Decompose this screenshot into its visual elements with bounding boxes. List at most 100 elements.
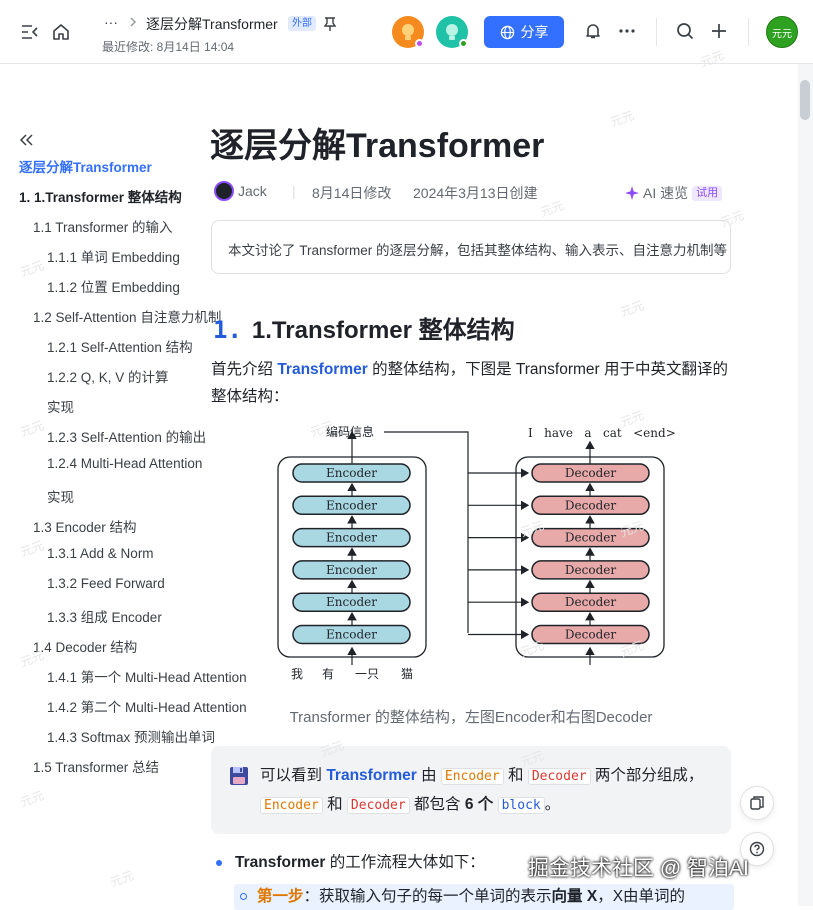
scrollbar-track[interactable] (798, 64, 813, 906)
copy-icon (750, 796, 764, 810)
help-icon (749, 841, 765, 857)
toc-item[interactable]: 1.2.1 Self-Attention 结构 (47, 340, 193, 355)
encoder-blocks: EncoderEncoderEncoderEncoderEncoderEncod… (292, 463, 411, 645)
callout-block: 可以看到 Transformer 由 Encoder 和 Decoder 两个部… (211, 746, 731, 834)
presence-dot (459, 39, 468, 48)
presence-dot (415, 39, 424, 48)
ai-summary-box[interactable]: 本文讨论了 Transformer 的逐层分解，包括其整体结构、输入表示、自注意… (211, 220, 731, 274)
callout-segment: 两个部分组成， (590, 767, 704, 784)
inline-code: Decoder (346, 797, 410, 814)
bullet-dot (216, 859, 222, 866)
toc-item[interactable]: 实现 (47, 490, 74, 505)
toc-item[interactable]: 1.3.1 Add & Norm (47, 546, 154, 561)
callout-segment: 由 (416, 767, 441, 784)
collaborator-avatar[interactable] (392, 16, 424, 48)
list-item: Transformer 的工作流程大体如下： (216, 850, 485, 872)
decoder-block-label: Decoder (565, 628, 616, 642)
external-badge: 外部 (288, 16, 316, 31)
input-token: 我 (291, 667, 303, 681)
home-icon[interactable] (51, 22, 71, 42)
toc-item[interactable]: 1.1 Transformer 的输入 (33, 220, 173, 235)
input-token: 有 (322, 667, 334, 681)
toc-item[interactable]: 逐层分解Transformer (19, 160, 152, 175)
bell-icon[interactable] (584, 22, 602, 40)
decoder-block (531, 624, 650, 645)
list-item: 第一步：获取输入句子的每一个单词的表示向量 X，X由单词的 (234, 884, 734, 910)
scrollbar-thumb[interactable] (800, 80, 810, 120)
toc-item[interactable]: 1.2.4 Multi-Head Attention (47, 456, 203, 471)
copy-link-button[interactable] (740, 786, 774, 820)
callout-segment: 和 (503, 767, 528, 784)
divider (748, 18, 749, 46)
sparkle-icon (625, 186, 639, 200)
para-text: 首先介绍 (211, 361, 278, 378)
ai-overview-label: AI 速览 (643, 185, 689, 201)
toc-item[interactable]: 1.2.3 Self-Attention 的输出 (47, 430, 207, 445)
decoder-block-label: Decoder (565, 563, 616, 577)
toc-item[interactable]: 1.3 Encoder 结构 (33, 520, 137, 535)
diagram-caption: Transformer 的整体结构，左图Encoder和右图Decoder (289, 709, 653, 726)
toc-item[interactable]: 1.5 Transformer 总结 (33, 760, 160, 775)
sidebar-toggle-icon[interactable] (20, 22, 40, 42)
toc-item[interactable]: 1. 1.Transformer 整体结构 (19, 190, 182, 205)
toc-item[interactable]: 1.4 Decoder 结构 (33, 640, 138, 655)
bullet-text: ：获取输入句子的每一个单词的表示 (303, 888, 552, 905)
divider (656, 18, 657, 46)
diagram-inputs: 我有一只猫 (291, 667, 413, 681)
toc-item[interactable]: 1.4.3 Softmax 预测输出单词 (47, 730, 216, 745)
encoder-block-label: Encoder (326, 531, 377, 545)
encoder-decoder-links (468, 468, 530, 640)
diagram-encoding-label: 编码信息 (326, 424, 374, 439)
top-bar: ··· 逐层分解Transformer 外部 最近修改: 8月14日 14:04… (0, 0, 813, 64)
callout-segment: 可以看到 (260, 767, 327, 784)
bullet-bold: 向量 X (551, 888, 598, 905)
keyword-link[interactable]: Transformer (326, 767, 417, 784)
toc-item[interactable]: 1.4.1 第一个 Multi-Head Attention (47, 670, 247, 685)
author-avatar[interactable] (214, 181, 234, 201)
para-text: 的整体结构，下图是 Transformer 用于中英文翻译的整体结构： (211, 361, 729, 405)
encoder-block (292, 527, 411, 548)
callout-segment: 。 (544, 796, 561, 813)
encoder-block (292, 624, 411, 645)
author-name[interactable]: Jack (238, 183, 267, 199)
keyword-link[interactable]: Transformer (277, 361, 368, 378)
encoder-block-label: Encoder (326, 563, 377, 577)
transformer-diagram: 编码信息 I have a cat <end> EncoderEncoderEn… (277, 424, 676, 681)
watermark-tile: 元元 (538, 198, 566, 220)
callout-segment: 和 (322, 796, 347, 813)
input-token: 猫 (401, 667, 413, 681)
share-button[interactable]: 分享 (484, 16, 564, 48)
breadcrumb-more-button[interactable]: ··· (104, 14, 118, 30)
created-date: 2024年3月13日创建 (413, 185, 538, 201)
decoder-block-label: Decoder (565, 531, 616, 545)
user-avatar[interactable]: 元元 (766, 16, 798, 48)
toc-item[interactable]: 1.2.2 Q, K, V 的计算 (47, 370, 169, 385)
toc-item[interactable]: 1.1.1 单词 Embedding (47, 250, 180, 265)
watermark-tile: 元元 (18, 418, 46, 440)
watermark-tile: 元元 (618, 298, 646, 320)
ai-overview-button[interactable]: AI 速览 试用 (625, 183, 723, 203)
more-options-icon[interactable] (618, 22, 636, 40)
bullet-text: 的工作流程大体如下： (325, 854, 485, 871)
toc-item[interactable]: 1.3.3 组成 Encoder (47, 610, 162, 625)
toc-item[interactable]: 1.1.2 位置 Embedding (47, 280, 180, 295)
modified-date: 8月14日修改 (312, 185, 392, 201)
last-modified-text: 最近修改: 8月14日 14:04 (102, 40, 235, 54)
pin-icon[interactable] (323, 16, 337, 32)
bullet-text: ，X由单词的 (597, 888, 686, 905)
share-button-label: 分享 (520, 24, 549, 40)
decoder-block (531, 495, 650, 516)
diagram-output-label: I have a cat <end> (528, 426, 676, 440)
page-title: 逐层分解Transformer (210, 127, 545, 165)
toc-item[interactable]: 1.2 Self-Attention 自注意力机制 (33, 310, 222, 325)
collapse-toc-icon[interactable] (18, 132, 34, 153)
help-button[interactable] (740, 832, 774, 866)
doc-breadcrumb-title[interactable]: 逐层分解Transformer (146, 16, 278, 32)
meta-divider: | (292, 183, 296, 199)
toc-item[interactable]: 实现 (47, 400, 74, 415)
toc-item[interactable]: 1.4.2 第二个 Multi-Head Attention (47, 700, 247, 715)
search-icon[interactable] (676, 22, 694, 40)
decoder-block (531, 527, 650, 548)
toc-item[interactable]: 1.3.2 Feed Forward (47, 576, 165, 591)
add-icon[interactable] (710, 22, 728, 40)
